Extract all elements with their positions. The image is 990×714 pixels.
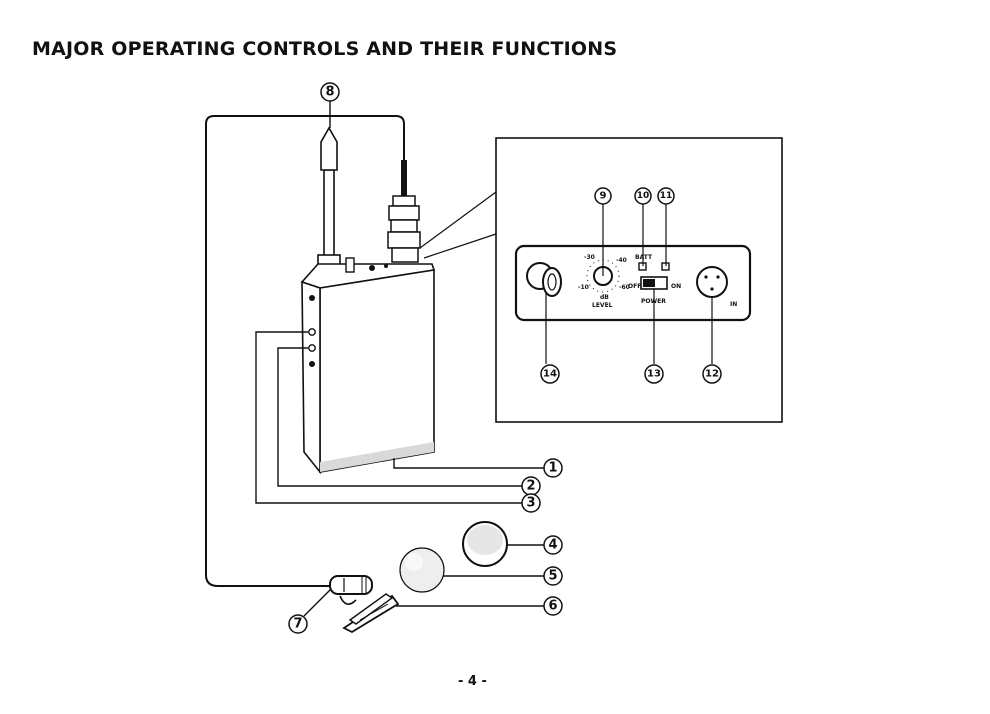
- windscreen-foam: [399, 547, 445, 593]
- tie-clip: [342, 593, 400, 634]
- zoom-line-lower: [423, 233, 497, 259]
- callout-2: 2: [526, 479, 535, 494]
- callout-12: 12: [705, 369, 719, 380]
- callout-5: 5: [548, 569, 557, 584]
- callout-1: 1: [548, 461, 557, 476]
- callout-6: 6: [548, 599, 557, 614]
- power-switch[interactable]: [640, 276, 668, 290]
- level-scale-minus40: -40: [616, 257, 627, 264]
- callout-10: 10: [637, 191, 650, 201]
- body-leaders: [255, 100, 544, 617]
- callout-9: 9: [600, 191, 607, 202]
- callout-3: 3: [526, 496, 535, 511]
- callout-11: 11: [660, 191, 673, 201]
- callout-7: 7: [293, 617, 302, 632]
- callout-14: 14: [543, 369, 557, 380]
- detail-box: [495, 137, 783, 423]
- level-scale-db: dB: [600, 294, 609, 301]
- callout-13: 13: [647, 369, 661, 380]
- transmitter-body: [300, 257, 436, 475]
- page-title: MAJOR OPERATING CONTROLS AND THEIR FUNCT…: [32, 38, 618, 60]
- level-scale-minus60: -60: [619, 284, 630, 291]
- top-panel: -30 -40 -10 dB -60 LEVEL BATT OFF ON POW…: [514, 244, 752, 322]
- lavalier-mic: [329, 575, 373, 605]
- mic-input-jack: [696, 266, 728, 298]
- in-label: IN: [730, 301, 737, 308]
- callout-8: 8: [325, 85, 334, 100]
- antenna: [317, 126, 341, 276]
- antenna-connector: [526, 262, 562, 297]
- mic-cable: [205, 115, 405, 587]
- detail-leaders: [545, 203, 713, 364]
- power-off-label: OFF: [628, 283, 641, 290]
- callout-circles: [288, 82, 722, 634]
- power-on-label: ON: [671, 283, 681, 290]
- level-scale-minus10: -10: [578, 284, 589, 291]
- bnc-connector: [387, 160, 421, 263]
- level-scale-minus30: -30: [584, 254, 595, 261]
- page-number: - 4 -: [458, 674, 487, 689]
- batt-label: BATT: [635, 254, 653, 261]
- callout-4: 4: [548, 538, 557, 553]
- level-label: LEVEL: [592, 302, 613, 309]
- zoom-line-upper: [419, 191, 497, 249]
- windscreen-gray: [462, 521, 508, 567]
